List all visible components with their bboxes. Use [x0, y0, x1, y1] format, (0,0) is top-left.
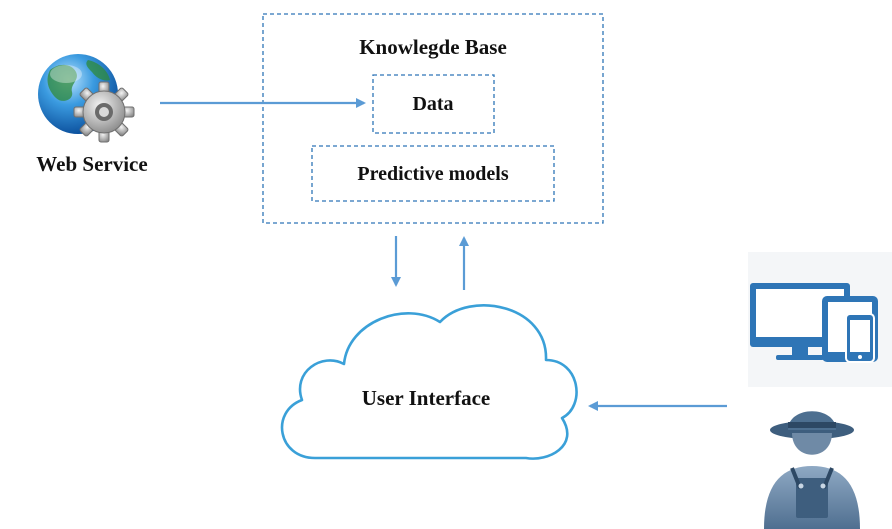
knowledge-base-title: Knowlegde Base	[359, 35, 507, 59]
devices-icon	[748, 252, 892, 387]
user-interface: User Interface	[280, 304, 578, 460]
globe-gear-icon	[38, 54, 135, 143]
data-box	[372, 74, 495, 134]
web-service-label: Web Service	[36, 152, 147, 176]
web-service: Web Service	[36, 54, 148, 176]
user-interface-label: User Interface	[362, 386, 490, 410]
predictive-models-box	[311, 145, 555, 202]
knowledge-base: Knowlegde Base Data Predictive models	[262, 13, 604, 224]
knowledge-base-box	[262, 13, 604, 224]
predictive-models-label: Predictive models	[357, 163, 508, 185]
farmer-icon	[764, 411, 860, 529]
data-label: Data	[412, 93, 453, 115]
cloud-icon	[280, 304, 578, 460]
